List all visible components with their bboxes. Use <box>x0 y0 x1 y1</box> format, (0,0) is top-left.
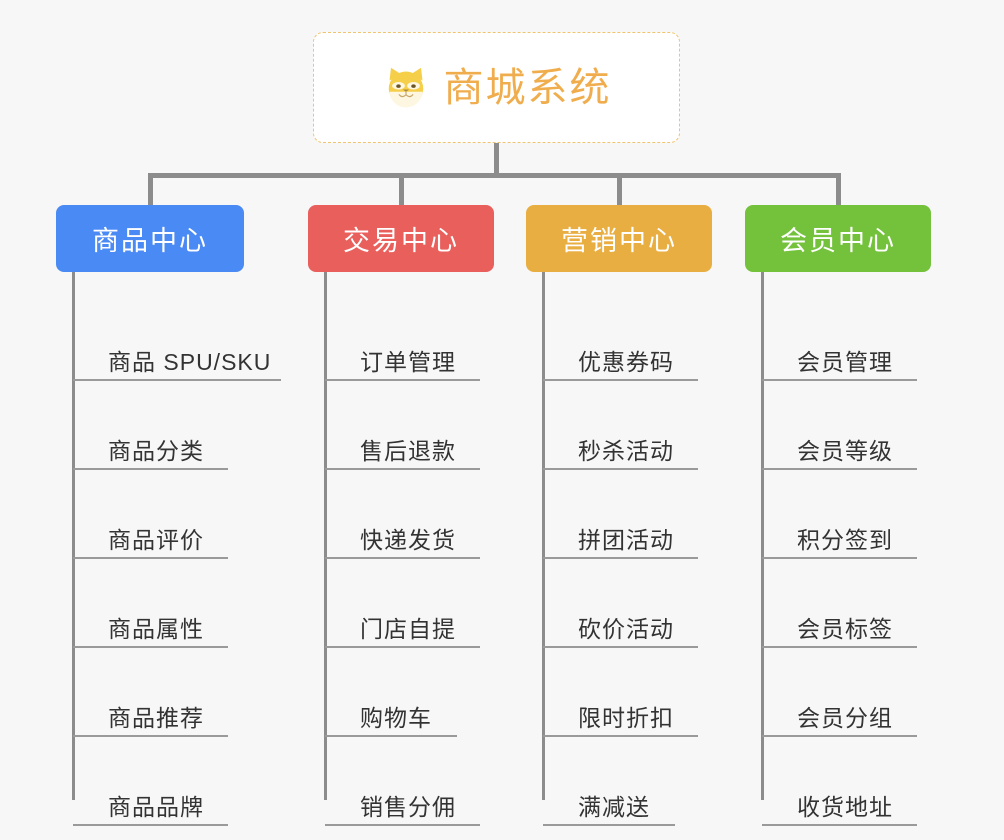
root-node-title: 商城系统 <box>443 65 612 110</box>
category-box-label: 商品中心 <box>92 226 208 256</box>
leaf-item-label: 优惠券码 <box>578 348 674 375</box>
leaf-item-label: 收货地址 <box>797 793 893 820</box>
drop-connector-member-center <box>836 173 841 207</box>
leaf-item[interactable]: 会员标签 <box>761 559 926 648</box>
drop-connector-trade-center <box>399 173 404 207</box>
leaf-item-underline <box>543 468 698 470</box>
leaf-item-underline <box>73 468 228 470</box>
leaf-item[interactable]: 商品属性 <box>72 559 237 648</box>
leaf-item-label: 商品推荐 <box>108 704 204 731</box>
leaf-item-underline <box>543 646 698 648</box>
leaf-item-label: 售后退款 <box>360 437 456 464</box>
leaf-item-underline <box>73 557 228 559</box>
leaf-item[interactable]: 会员分组 <box>761 648 926 737</box>
leaf-item[interactable]: 砍价活动 <box>542 559 707 648</box>
leaf-item-label: 商品 SPU/SKU <box>108 348 272 375</box>
leaf-item-label: 拼团活动 <box>578 526 674 553</box>
leaf-item-underline <box>543 735 698 737</box>
leaf-item-underline <box>73 646 228 648</box>
leaf-item[interactable]: 售后退款 <box>324 381 489 470</box>
leaf-item[interactable]: 商品 SPU/SKU <box>72 292 290 381</box>
branch-column-marketing-center: 优惠券码秒杀活动拼团活动砍价活动限时折扣满减送 <box>542 272 822 826</box>
leaf-item[interactable]: 会员管理 <box>761 292 926 381</box>
category-box-marketing-center[interactable]: 营销中心 <box>526 205 712 272</box>
drop-connector-marketing-center <box>617 173 622 207</box>
spine-connector-marketing-center <box>542 272 545 800</box>
leaf-item-underline <box>325 735 457 737</box>
leaf-item-underline <box>762 735 917 737</box>
leaf-item[interactable]: 拼团活动 <box>542 470 707 559</box>
leaf-item-label: 商品品牌 <box>108 793 204 820</box>
leaf-item-underline <box>543 824 675 826</box>
drop-connector-product-center <box>148 173 153 207</box>
leaf-item[interactable]: 销售分佣 <box>324 737 489 826</box>
leaf-item-label: 满减送 <box>578 793 650 820</box>
leaf-item-label: 会员标签 <box>797 615 893 642</box>
leaf-item-label: 商品属性 <box>108 615 204 642</box>
shiba-dog-icon <box>388 67 423 108</box>
leaf-item-label: 会员管理 <box>797 348 893 375</box>
leaf-item-label: 会员分组 <box>797 704 893 731</box>
leaf-item-underline <box>762 468 917 470</box>
leaf-item-underline <box>325 646 480 648</box>
category-box-trade-center[interactable]: 交易中心 <box>308 205 494 272</box>
category-box-label: 交易中心 <box>343 226 459 256</box>
leaf-item-underline <box>762 379 917 381</box>
leaf-item[interactable]: 限时折扣 <box>542 648 707 737</box>
leaf-item-label: 商品分类 <box>108 437 204 464</box>
leaf-item[interactable]: 满减送 <box>542 737 684 826</box>
category-box-label: 营销中心 <box>561 226 677 256</box>
category-box-member-center[interactable]: 会员中心 <box>745 205 931 272</box>
leaf-item[interactable]: 商品推荐 <box>72 648 237 737</box>
leaf-item[interactable]: 购物车 <box>324 648 466 737</box>
branch-column-product-center: 商品 SPU/SKU 商品分类商品评价商品属性商品推荐商品品牌 <box>72 272 352 826</box>
category-box-product-center[interactable]: 商品中心 <box>56 205 244 272</box>
leaf-item-underline <box>543 557 698 559</box>
leaf-item[interactable]: 快递发货 <box>324 470 489 559</box>
leaf-item[interactable]: 门店自提 <box>324 559 489 648</box>
leaf-item-underline <box>543 379 698 381</box>
leaf-item-underline <box>73 824 228 826</box>
spine-connector-trade-center <box>324 272 327 800</box>
leaf-item[interactable]: 商品评价 <box>72 470 237 559</box>
spine-connector-product-center <box>72 272 75 800</box>
branch-column-member-center: 会员管理会员等级积分签到会员标签会员分组收货地址 <box>761 272 1004 826</box>
root-stem-connector <box>494 143 499 177</box>
root-node-shop-system[interactable]: 商城系统 <box>313 32 680 143</box>
leaf-item-underline <box>762 646 917 648</box>
leaf-item-label: 快递发货 <box>360 526 456 553</box>
leaf-item-underline <box>73 735 228 737</box>
leaf-item[interactable]: 会员等级 <box>761 381 926 470</box>
leaf-item[interactable]: 秒杀活动 <box>542 381 707 470</box>
leaf-item-label: 订单管理 <box>360 348 456 375</box>
leaf-item-label: 购物车 <box>360 704 432 731</box>
leaf-item-label: 秒杀活动 <box>578 437 674 464</box>
category-box-label: 会员中心 <box>780 226 896 256</box>
leaf-item-underline <box>762 557 917 559</box>
leaf-item-underline <box>73 379 281 381</box>
leaf-item-underline <box>762 824 917 826</box>
leaf-item-underline <box>325 557 480 559</box>
leaf-item-label: 积分签到 <box>797 526 893 553</box>
leaf-item-label: 会员等级 <box>797 437 893 464</box>
leaf-item-label: 门店自提 <box>360 615 456 642</box>
leaf-item[interactable]: 订单管理 <box>324 292 489 381</box>
leaf-item-label: 砍价活动 <box>578 615 674 642</box>
leaf-item[interactable]: 商品品牌 <box>72 737 237 826</box>
leaf-item[interactable]: 积分签到 <box>761 470 926 559</box>
leaf-item[interactable]: 收货地址 <box>761 737 926 826</box>
leaf-item-underline <box>325 824 480 826</box>
branch-column-trade-center: 订单管理售后退款快递发货门店自提购物车销售分佣 <box>324 272 604 826</box>
leaf-item[interactable]: 优惠券码 <box>542 292 707 381</box>
leaf-item[interactable]: 商品分类 <box>72 381 237 470</box>
spine-connector-member-center <box>761 272 764 800</box>
leaf-item-underline <box>325 379 480 381</box>
horizontal-bus-connector <box>150 173 840 178</box>
leaf-item-label: 商品评价 <box>108 526 204 553</box>
leaf-item-label: 销售分佣 <box>360 793 456 820</box>
leaf-item-label: 限时折扣 <box>578 704 674 731</box>
leaf-item-underline <box>325 468 480 470</box>
